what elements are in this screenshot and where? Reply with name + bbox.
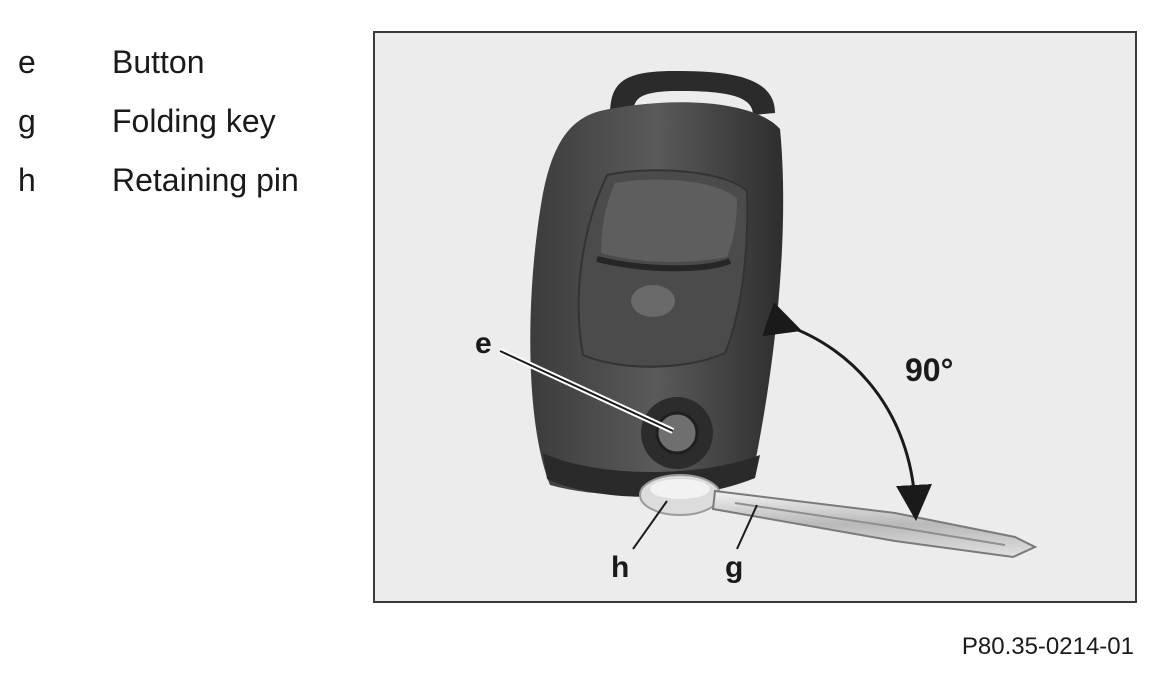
leader-e bbox=[499, 350, 674, 432]
legend-label: Retaining pin bbox=[112, 162, 299, 198]
unlock-button bbox=[631, 285, 675, 317]
retaining-pin-highlight bbox=[650, 479, 710, 499]
legend-label: Folding key bbox=[112, 103, 276, 139]
key-ring-loop bbox=[610, 71, 775, 117]
leader-h bbox=[632, 500, 668, 550]
callout-g: g bbox=[725, 551, 743, 584]
callout-h: h bbox=[611, 551, 629, 584]
angle-arc bbox=[762, 302, 932, 521]
release-button bbox=[655, 411, 699, 455]
button-divider bbox=[596, 256, 732, 272]
legend-key: e bbox=[18, 44, 36, 80]
legend-label: Button bbox=[112, 44, 205, 80]
legend-key: g bbox=[18, 103, 36, 139]
key-figure: e h g 90° bbox=[373, 31, 1137, 603]
key-illustration: e h g 90° bbox=[475, 71, 1038, 584]
legend-key: h bbox=[18, 162, 36, 198]
figure-code: P80.35-0214-01 bbox=[961, 633, 1134, 660]
callout-e: e bbox=[475, 327, 492, 360]
leader-g bbox=[736, 504, 758, 550]
angle-label: 90° bbox=[905, 352, 953, 388]
lock-button bbox=[601, 179, 737, 262]
